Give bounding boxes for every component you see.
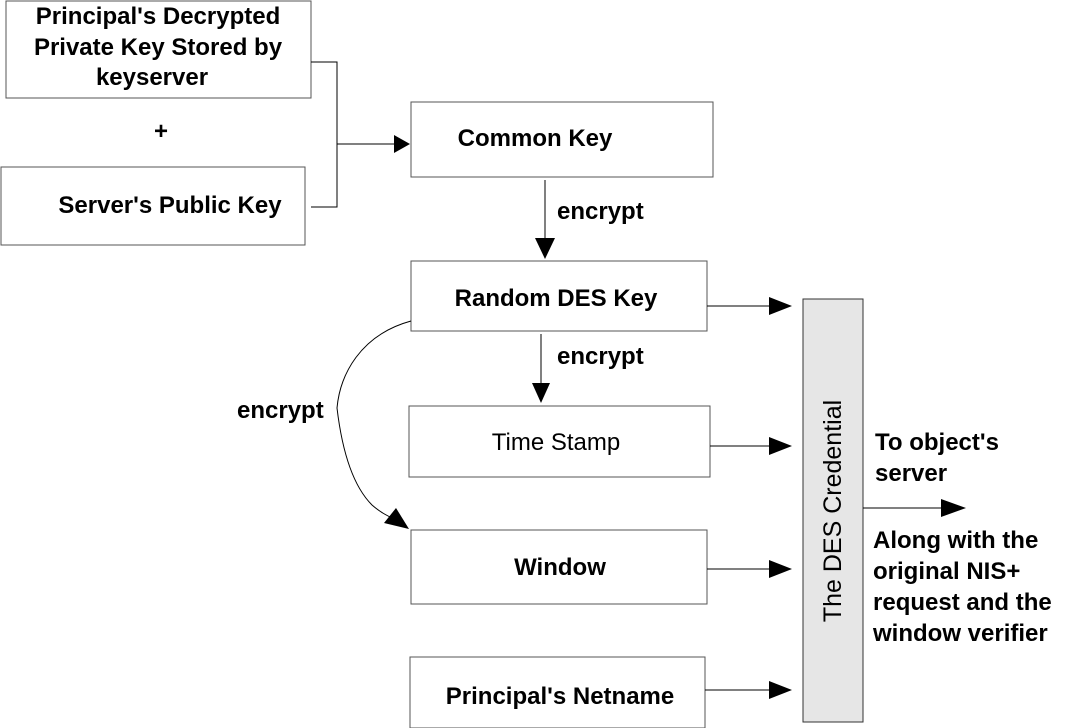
common-key-label: Common Key: [458, 125, 613, 152]
note-line-3: request and the: [873, 589, 1052, 616]
encrypt-label-2: encrypt: [557, 343, 644, 370]
random-des-key-label: Random DES Key: [455, 285, 658, 312]
common-key-box: Common Key: [410, 101, 714, 178]
des-credential-label: The DES Credential: [819, 400, 847, 622]
time-stamp-box: Time Stamp: [408, 405, 711, 478]
random-des-key-to-credential-head: [769, 297, 792, 315]
encrypt-arrow-2-head: [532, 383, 550, 403]
netname-to-credential-head: [769, 681, 792, 699]
private-key-box: Principal's Decrypted Private Key Stored…: [5, 0, 312, 99]
random-des-key-box: Random DES Key: [410, 260, 708, 332]
des-credential-bar: The DES Credential: [802, 298, 864, 723]
private-key-label-line-2: Private Key Stored by: [34, 34, 283, 61]
private-key-label-line-3: keyserver: [96, 64, 208, 91]
public-key-label: Server's Public Key: [58, 192, 282, 219]
plus-sign: +: [154, 118, 168, 145]
note-line-1: Along with the: [873, 527, 1038, 554]
window-label: Window: [514, 554, 606, 581]
encrypt-label-1: encrypt: [557, 198, 644, 225]
output-arrow-head: [941, 499, 966, 517]
note-line-2: original NIS+: [873, 558, 1020, 585]
encrypt-label-3: encrypt: [237, 397, 324, 424]
combine-bracket: [311, 61, 394, 208]
note-line-4: window verifier: [872, 620, 1048, 647]
encrypt-arrow-3-head: [384, 508, 409, 529]
combine-arrowhead: [394, 135, 410, 153]
private-key-label-line-1: Principal's Decrypted: [36, 3, 280, 30]
window-to-credential-head: [769, 560, 792, 578]
time-stamp-label: Time Stamp: [492, 429, 620, 456]
encrypt-arrow-3-curve: [336, 320, 412, 519]
encrypt-arrow-1-head: [535, 238, 555, 259]
netname-label: Principal's Netname: [446, 683, 674, 710]
destination-line-2: server: [875, 460, 947, 487]
public-key-box: Server's Public Key: [0, 166, 306, 246]
window-box: Window: [410, 529, 708, 605]
destination-line-1: To object's: [875, 429, 999, 456]
netname-box: Principal's Netname: [409, 656, 706, 728]
time-stamp-to-credential-head: [769, 437, 792, 455]
